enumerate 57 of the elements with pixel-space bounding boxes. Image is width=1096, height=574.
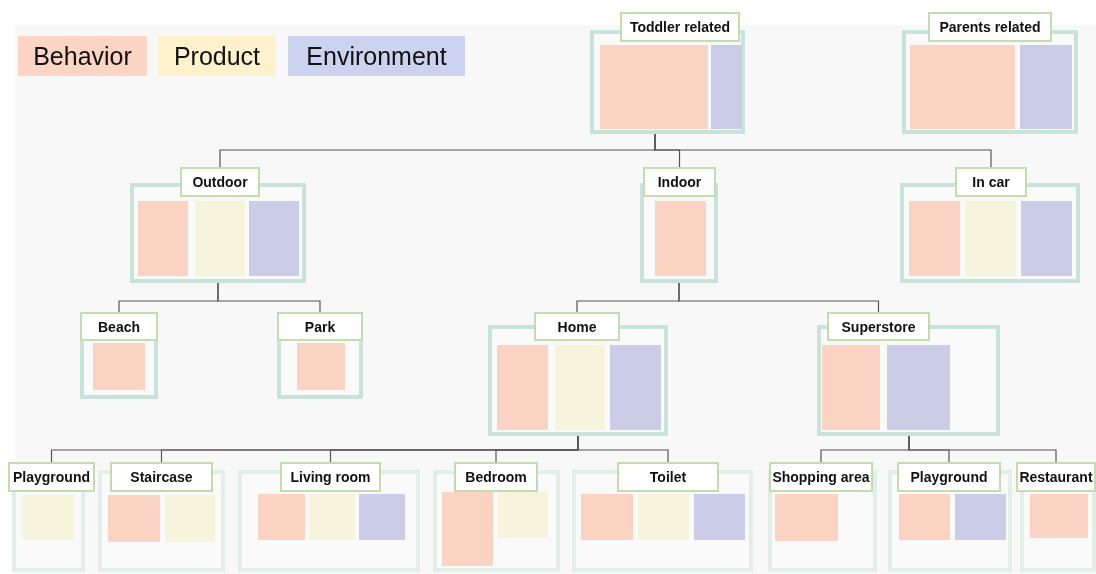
sticky-note [955, 494, 1006, 540]
sticky-note [1020, 45, 1072, 129]
group-title: Parents related [928, 12, 1052, 42]
sticky-note [1030, 494, 1088, 538]
sticky-note [165, 495, 215, 542]
sticky-note [887, 345, 950, 430]
group-title: Park [277, 312, 363, 341]
sticky-note [249, 201, 299, 276]
sticky-note [1021, 201, 1072, 276]
group-title: Restaurant [1016, 462, 1096, 492]
sticky-note [694, 494, 745, 540]
sticky-note [600, 45, 708, 129]
group-title: Beach [80, 312, 158, 341]
sticky-note [965, 201, 1016, 276]
sticky-note [638, 494, 689, 540]
sticky-note [655, 201, 706, 276]
sticky-note [909, 201, 960, 276]
group-title: Playground [8, 462, 95, 492]
sticky-note [910, 45, 1015, 129]
sticky-note [610, 345, 661, 430]
sticky-note [442, 492, 493, 566]
group-title: Outdoor [180, 167, 260, 197]
legend-swatch: Environment [288, 36, 465, 76]
group-title: Playground [897, 462, 1001, 492]
group-title: Staircase [110, 462, 213, 492]
group-title: Bedroom [454, 462, 538, 492]
sticky-note [498, 492, 548, 538]
sticky-note [297, 343, 345, 390]
group-title: Home [534, 312, 620, 341]
group-title: Superstore [827, 312, 930, 341]
connector-line [217, 282, 321, 313]
connector-line [908, 435, 1057, 463]
sticky-note [581, 494, 633, 540]
group-title: In car [955, 167, 1027, 197]
group-title: Toddler related [620, 12, 740, 42]
connector-line [654, 133, 992, 168]
legend-swatch: Behavior [18, 36, 147, 76]
sticky-note [899, 494, 950, 540]
sticky-note [555, 345, 605, 430]
legend-swatch: Product [158, 36, 276, 76]
sticky-note [775, 494, 838, 541]
sticky-note [711, 45, 742, 129]
sticky-note [822, 345, 880, 430]
group-title: Living room [280, 462, 381, 492]
sticky-note [309, 494, 355, 540]
sticky-note [258, 494, 305, 540]
sticky-note [195, 201, 245, 276]
sticky-note [23, 495, 74, 540]
group-title: Toilet [617, 462, 719, 492]
group-title: Indoor [643, 167, 716, 197]
sticky-note [93, 343, 145, 390]
sticky-note [497, 345, 548, 430]
sticky-note [108, 495, 160, 542]
sticky-note [138, 201, 188, 276]
group-title: Shopping area [769, 462, 873, 492]
connector-line [678, 282, 880, 313]
sticky-note [359, 494, 405, 540]
